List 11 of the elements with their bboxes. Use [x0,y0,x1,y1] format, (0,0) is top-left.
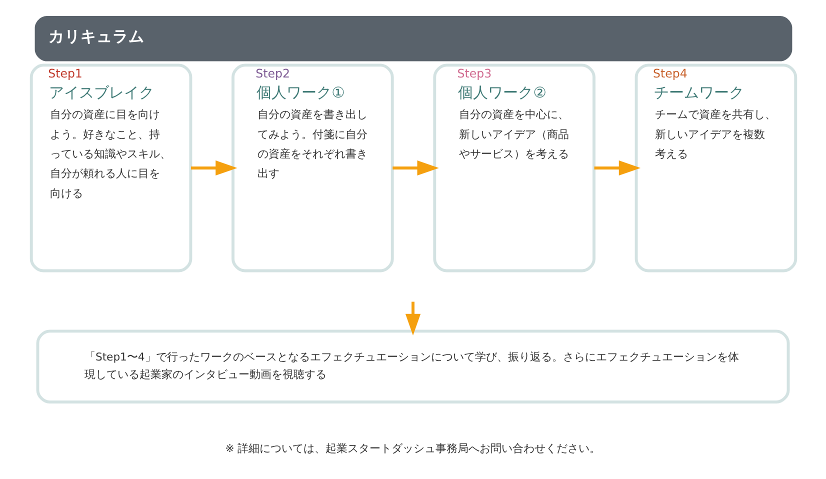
node-box: Step3 個人ワーク② 自分の資産を中心に、新しいアイデア（商品やサービス）を考える [432,64,595,272]
arrow [594,160,640,176]
node-box: Step1 アイスブレイク 自分の資産に目を向けよう。好きなこと、持っている知識やスキル、自分が頼れる人に目を向ける [29,64,192,272]
arrow [404,302,420,336]
node-box: Step4 チームワーク チームで資産を共有し、新しいアイデアを複数考える [634,64,797,272]
node-box: Step2 個人ワーク① 自分の資産を書き出してみよう。付箋に自分の資産をそれぞれ書き出す [231,64,394,272]
arrow [190,160,237,176]
diagram-title: カリキュラム [48,26,144,46]
node-box: 「Step1〜4」で行ったワークのベースとなるエフェクチュエーションについて学び、振り返る。さらにエフェクチュエーションを体現している起業家のインタビュー動画を視聴する [36,330,790,404]
label: ※ 詳細については、起業スタートダッシュ事務局へお問い合わせください。 [224,442,600,455]
arrow [392,160,438,176]
